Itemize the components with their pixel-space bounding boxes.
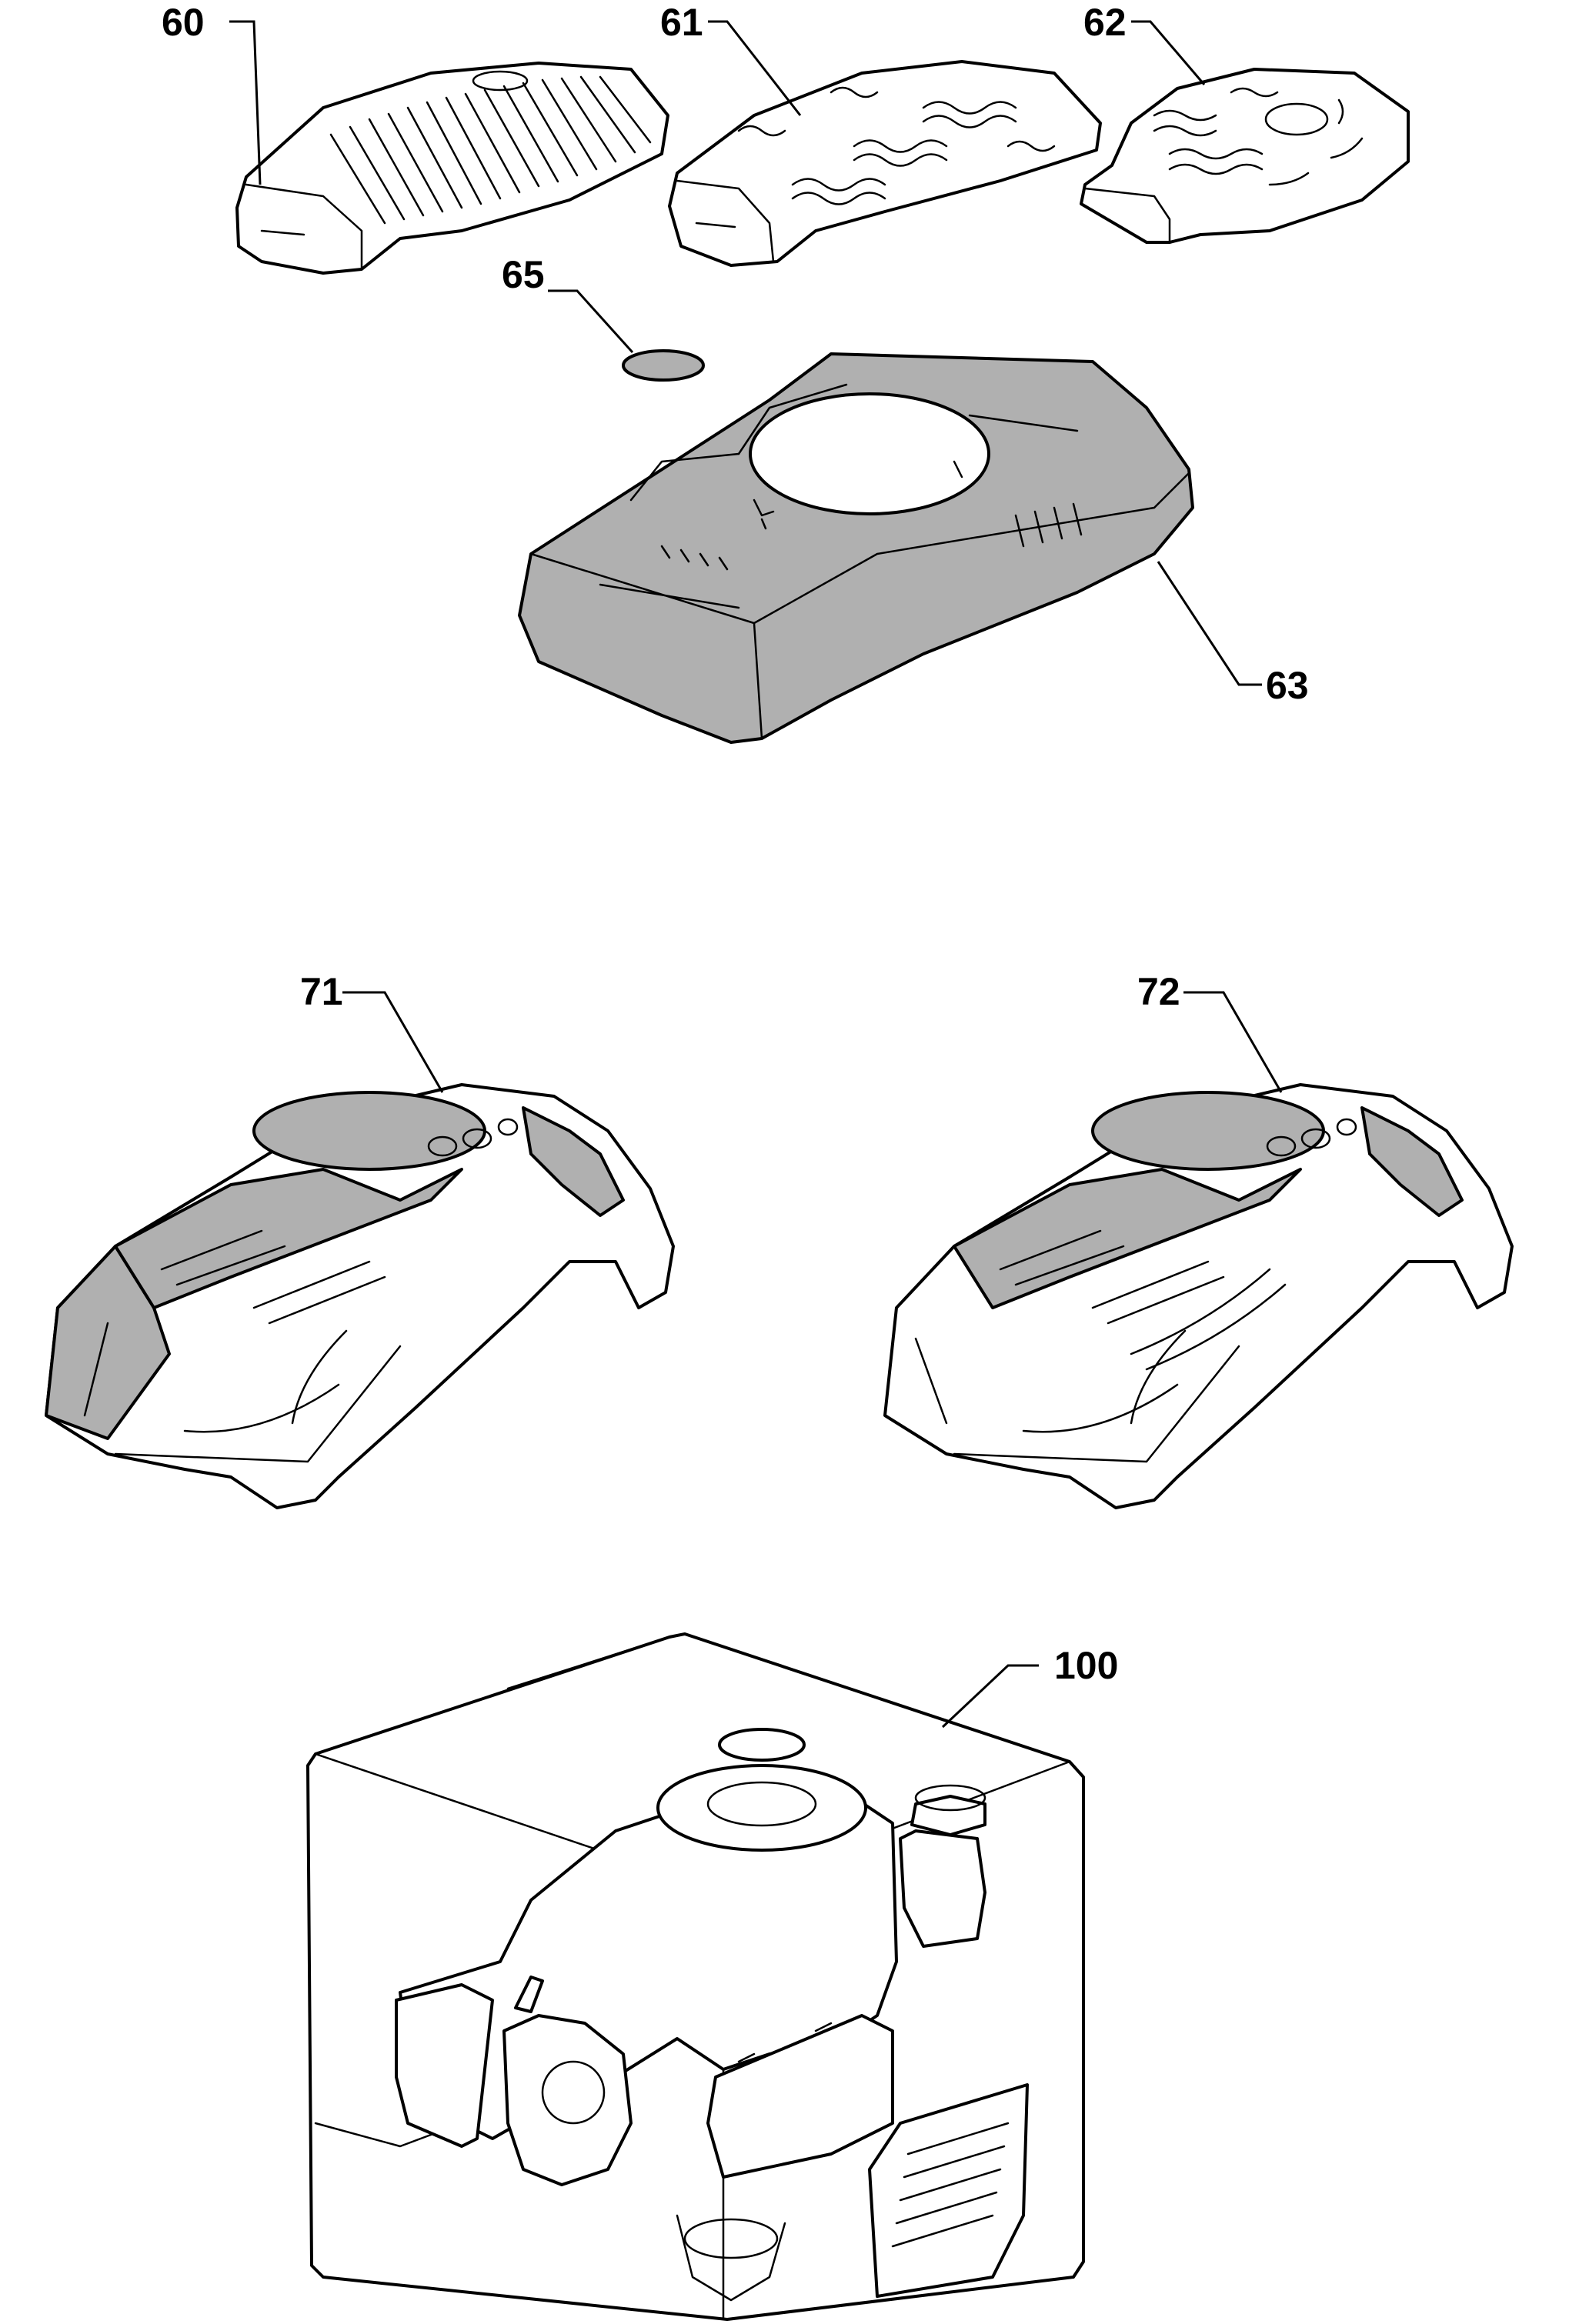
leader-65	[548, 289, 634, 354]
leader-60	[229, 20, 262, 185]
callout-65: 65	[502, 253, 545, 296]
part-61-vented-cover	[668, 60, 1102, 267]
callout-100: 100	[1054, 1644, 1118, 1687]
part-63-engine-cover	[518, 352, 1194, 744]
part-72-cover-assembly	[883, 1083, 1514, 1509]
leader-71	[342, 991, 444, 1093]
callout-61: 61	[660, 1, 703, 44]
callout-62: 62	[1083, 1, 1127, 44]
callout-72: 72	[1137, 970, 1180, 1013]
leader-62	[1131, 20, 1206, 85]
part-100-engine-box	[306, 1632, 1085, 2321]
leader-72	[1183, 991, 1283, 1093]
part-60-ribbed-cover	[235, 62, 669, 275]
callout-63: 63	[1266, 664, 1309, 707]
part-62-round-cover	[1080, 68, 1410, 244]
callout-60: 60	[162, 1, 205, 44]
callout-71: 71	[300, 970, 343, 1013]
part-71-cover-assembly	[45, 1083, 675, 1509]
leader-63	[1157, 561, 1262, 686]
part-65-disc	[622, 349, 705, 382]
leader-61	[708, 20, 802, 116]
leader-100	[941, 1664, 1039, 1729]
